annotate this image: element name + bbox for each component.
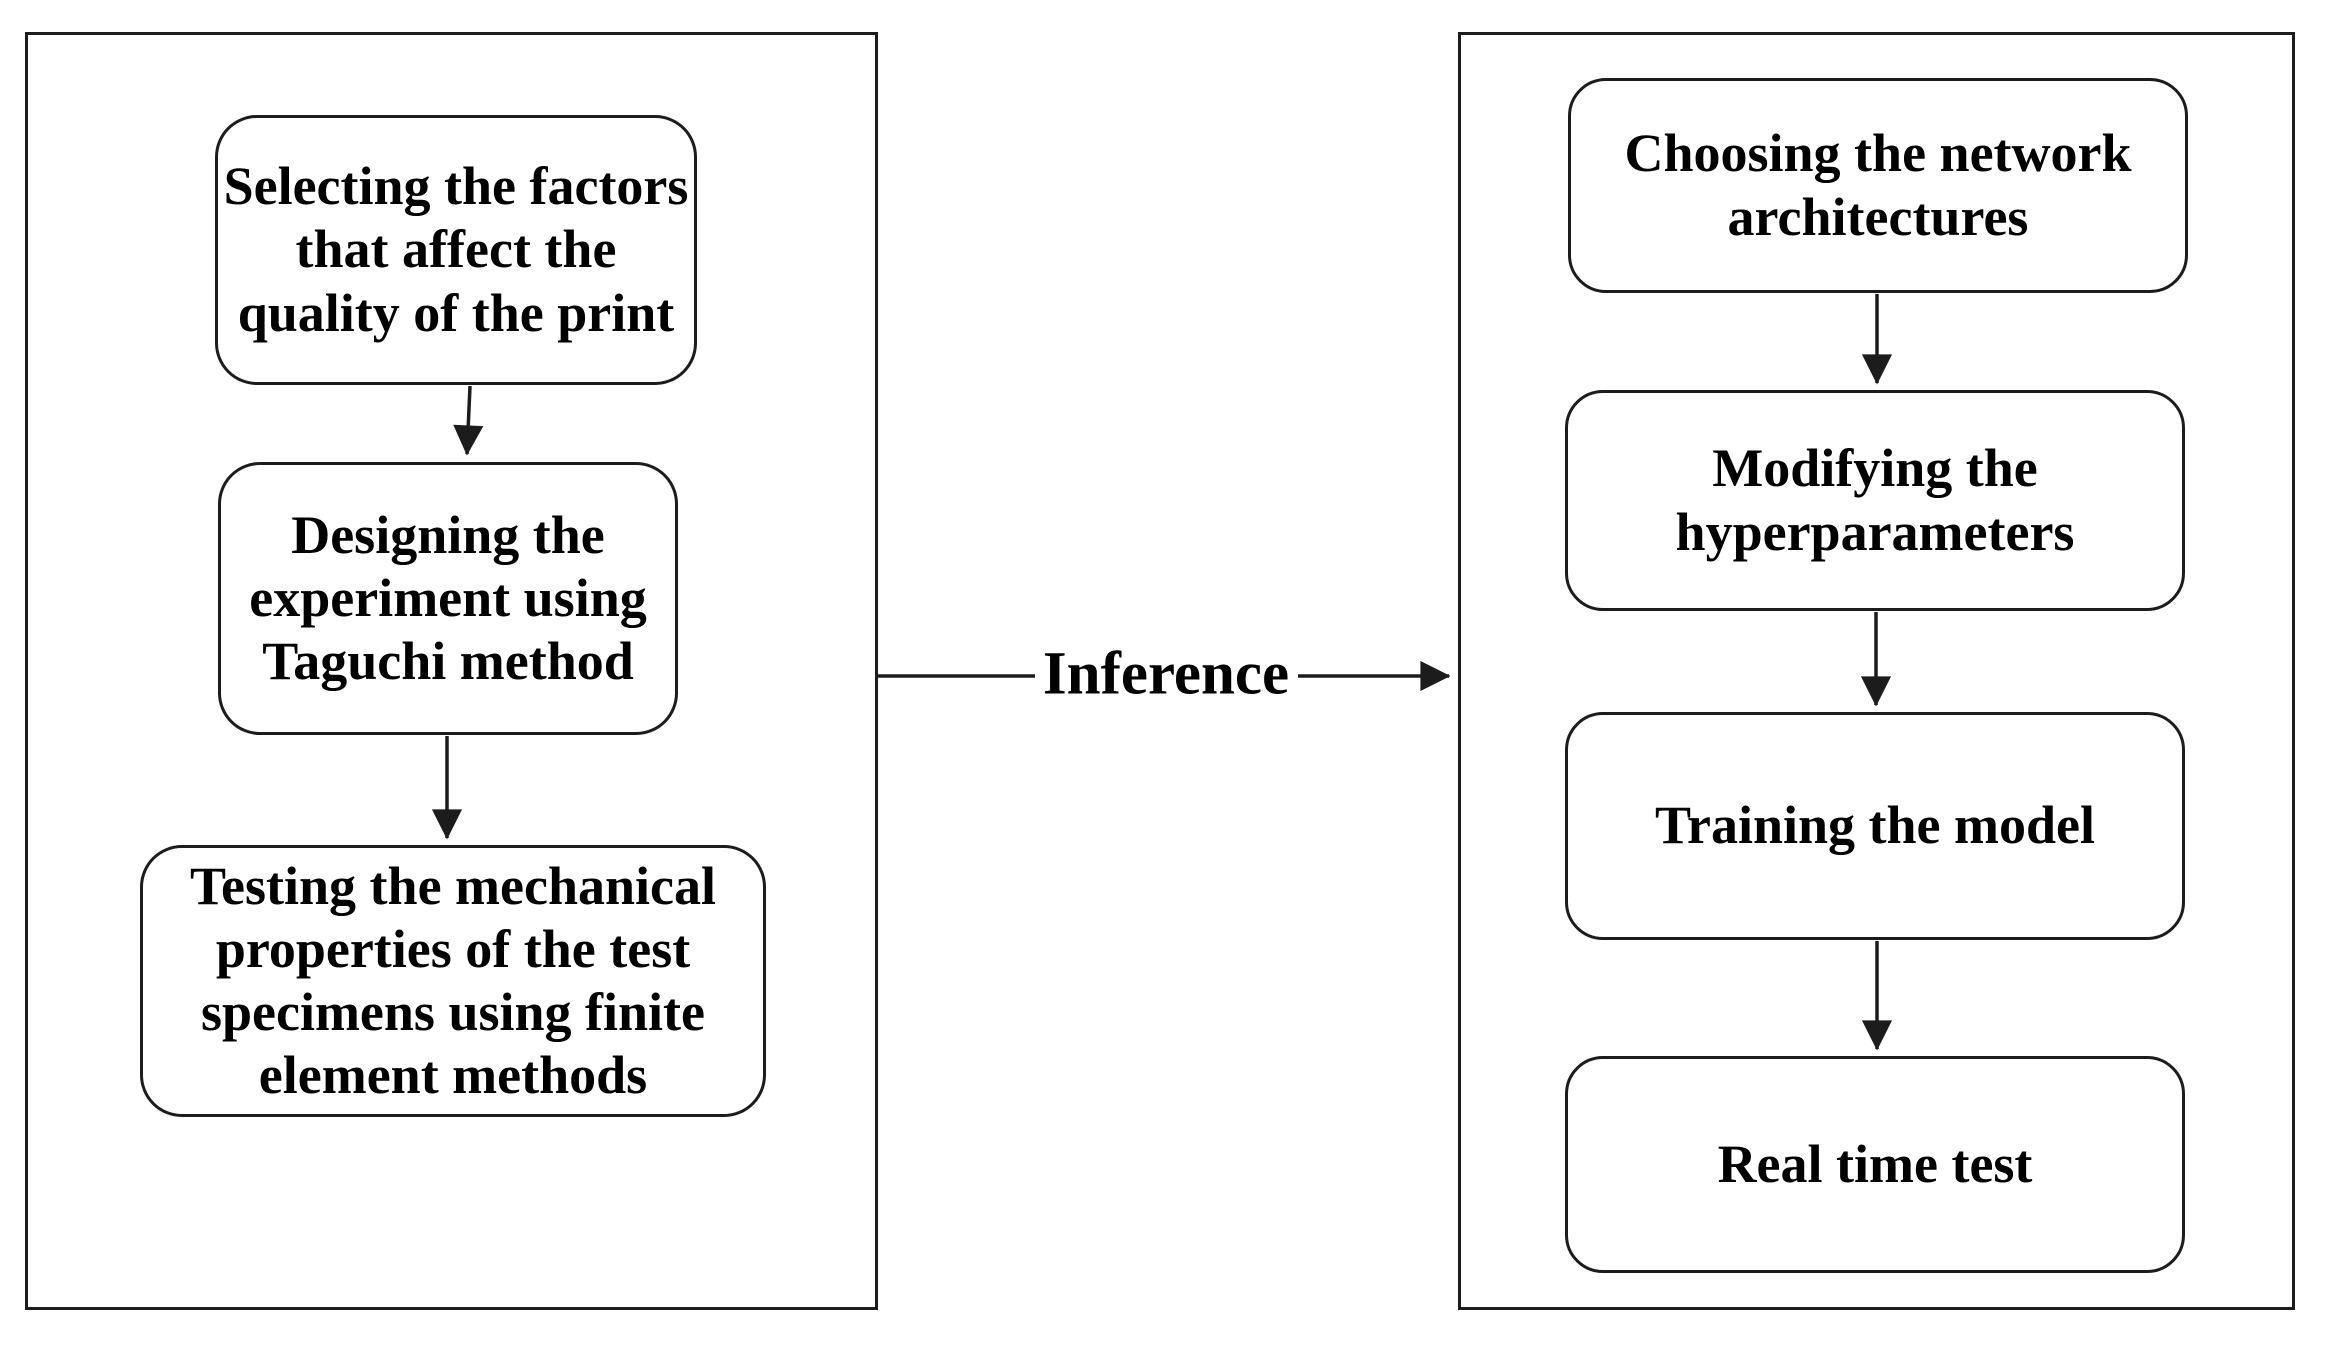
step-label: Choosing the network architectures: [1624, 123, 2132, 247]
step-label: Designing the experiment using Taguchi m…: [249, 504, 647, 692]
step-label: Testing the mechanical properties of the…: [190, 855, 716, 1106]
step-box-selecting-factors: Selecting the factors that affect the qu…: [215, 115, 697, 385]
step-label: Modifying the hyperparameters: [1675, 438, 2075, 562]
step-box-modifying-hyperparameters: Modifying the hyperparameters: [1565, 390, 2185, 611]
step-box-training-model: Training the model: [1565, 712, 2185, 940]
step-box-real-time-test: Real time test: [1565, 1056, 2185, 1273]
step-box-testing-mechanical-properties: Testing the mechanical properties of the…: [140, 845, 766, 1117]
step-label: Selecting the factors that affect the qu…: [223, 156, 689, 343]
step-label: Training the model: [1654, 795, 2095, 856]
step-box-choosing-network-architectures: Choosing the network architectures: [1568, 78, 2188, 293]
inference-connector-label: Inference: [1042, 640, 1290, 708]
step-box-designing-experiment: Designing the experiment using Taguchi m…: [218, 462, 678, 735]
step-label: Real time test: [1717, 1133, 2033, 1194]
